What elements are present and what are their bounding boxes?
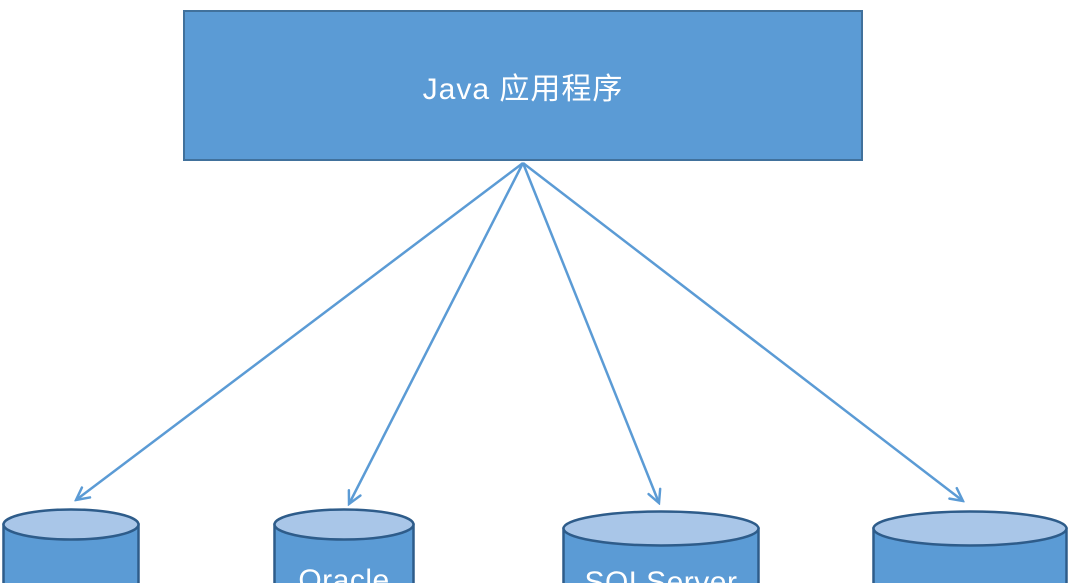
database-label: Oracle (298, 564, 389, 583)
arrow-to-database-1 (76, 162, 524, 500)
database-cylinder-3: SQLServer (562, 510, 760, 583)
database-cylinder-2: Oracle (273, 508, 415, 583)
java-application-label: Java 应用程序 (422, 72, 624, 106)
cylinder-top (2, 508, 140, 541)
database-label: SQLServer (585, 566, 738, 583)
arrow-to-database-3 (521, 162, 659, 503)
cylinder-top (273, 508, 415, 541)
arrow-to-database-4 (522, 162, 963, 501)
cylinder-top (562, 510, 760, 547)
cylinder-top (872, 510, 1068, 547)
java-application-box: Java 应用程序 (183, 10, 863, 161)
database-cylinder-4 (872, 510, 1068, 583)
database-cylinder-1 (2, 508, 140, 583)
arrow-to-database-2 (349, 162, 525, 504)
